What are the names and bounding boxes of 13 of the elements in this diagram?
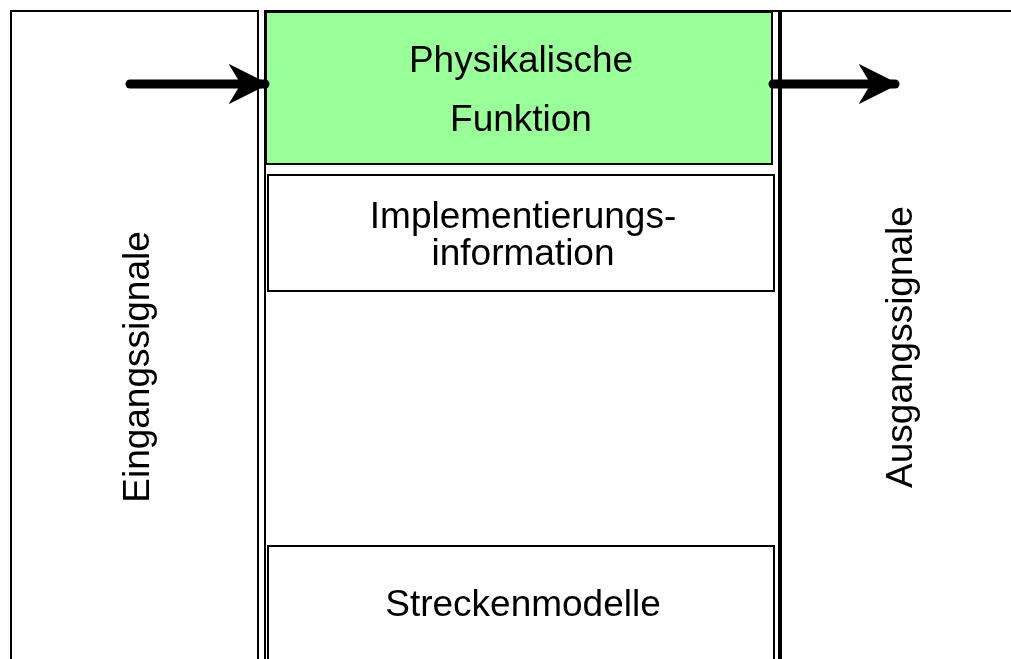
vertical-label: Eingangssignale bbox=[115, 231, 158, 503]
arrow bbox=[125, 63, 270, 105]
arrow bbox=[768, 63, 900, 105]
box-label: Streckenmodelle bbox=[385, 582, 661, 626]
column-panel bbox=[780, 10, 1011, 659]
box-label: Implementierungs- information bbox=[368, 197, 678, 271]
process-box bbox=[265, 11, 773, 165]
box-label: Physikalische Funktion bbox=[407, 37, 635, 141]
vertical-label: Ausgangssignale bbox=[878, 206, 921, 488]
process-box bbox=[267, 545, 775, 659]
process-box bbox=[267, 174, 775, 292]
column-panel bbox=[10, 10, 259, 659]
box-outline bbox=[264, 10, 780, 659]
